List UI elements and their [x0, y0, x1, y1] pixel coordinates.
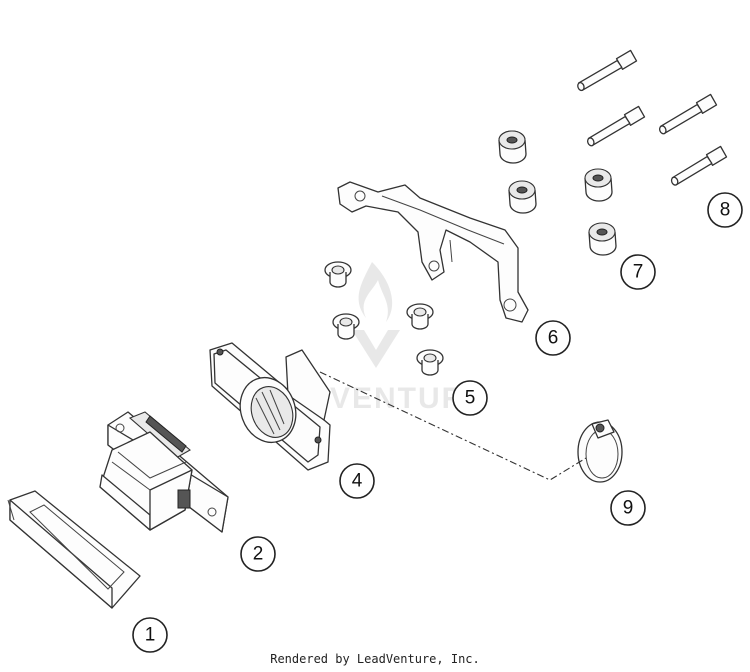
part-2-reed-valve [99, 411, 229, 533]
svg-text:4: 4 [352, 471, 363, 492]
callout-6: 6 [535, 320, 571, 356]
bolt-a [577, 49, 638, 92]
callout-5: 5 [452, 380, 488, 416]
callout-2: 2 [240, 536, 276, 572]
grommet-c [584, 168, 613, 202]
svg-text:9: 9 [623, 498, 634, 519]
bolt-d [670, 145, 728, 186]
callout-4: 4 [339, 463, 375, 499]
svg-text:8: 8 [720, 200, 731, 221]
grommet-a [498, 130, 527, 164]
bushing-d [416, 349, 444, 376]
callout-1: 1 [132, 617, 168, 653]
bushing-a [324, 261, 352, 288]
callout-8: 8 [707, 192, 743, 228]
bolt-b [587, 105, 646, 147]
bolt-c [659, 93, 718, 135]
part-9-hose-clamp [577, 419, 623, 483]
svg-text:2: 2 [253, 544, 264, 565]
svg-text:5: 5 [465, 388, 476, 409]
grommet-d [588, 222, 617, 256]
bushing-b [332, 313, 360, 340]
part-4-intake-flange [209, 342, 331, 471]
callout-9: 9 [610, 490, 646, 526]
part-7-grommets [498, 130, 617, 256]
render-credit: Rendered by LeadVenture, Inc. [270, 652, 480, 666]
part-1-gasket [7, 490, 141, 609]
svg-text:7: 7 [633, 262, 644, 283]
part-8-bolts [577, 49, 728, 186]
part-5-bushings [324, 261, 444, 376]
grommet-b [508, 180, 537, 214]
svg-text:1: 1 [145, 625, 156, 646]
bushing-c [406, 303, 434, 330]
svg-text:6: 6 [548, 328, 559, 349]
part-6-bracket [337, 181, 529, 323]
callout-7: 7 [620, 254, 656, 290]
